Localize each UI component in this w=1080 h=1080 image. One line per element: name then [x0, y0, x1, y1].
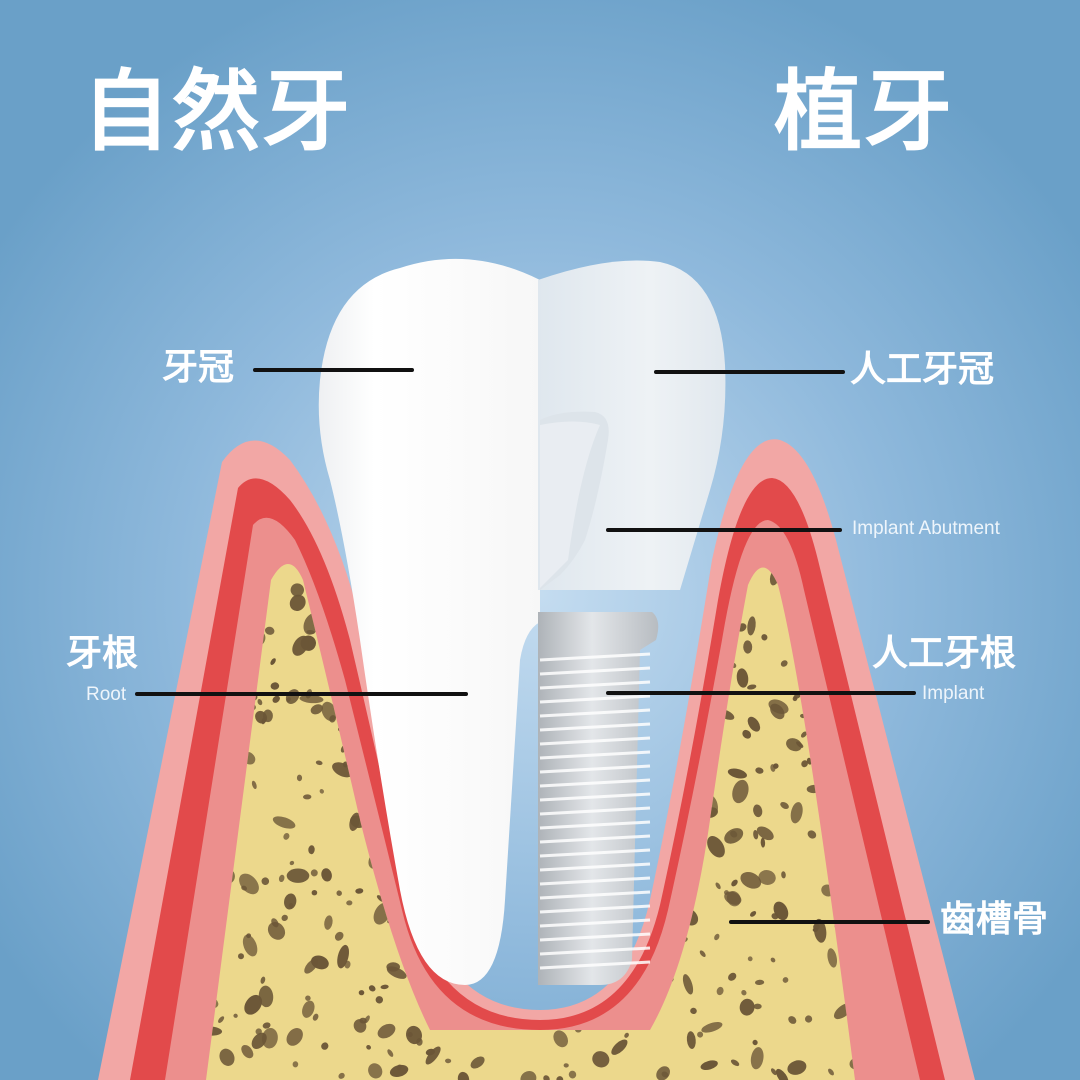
leader-lines [135, 368, 930, 924]
implant-title: 植牙 [774, 60, 955, 163]
natural-tooth-title: 自然牙 [82, 60, 353, 163]
root-en-label: Root [86, 684, 127, 705]
root-label: 牙根 [66, 633, 139, 674]
natural-tooth [318, 258, 540, 986]
artificial-crown-label: 人工牙冠 [850, 349, 995, 390]
implant-en-label: Implant [922, 683, 985, 704]
implant-screw [538, 612, 659, 985]
abutment-label: Implant Abutment [852, 518, 1000, 539]
artificial-root-label: 人工牙根 [872, 633, 1017, 674]
crown-label: 牙冠 [162, 347, 235, 388]
alveolar-bone-label: 齒槽骨 [940, 899, 1049, 940]
